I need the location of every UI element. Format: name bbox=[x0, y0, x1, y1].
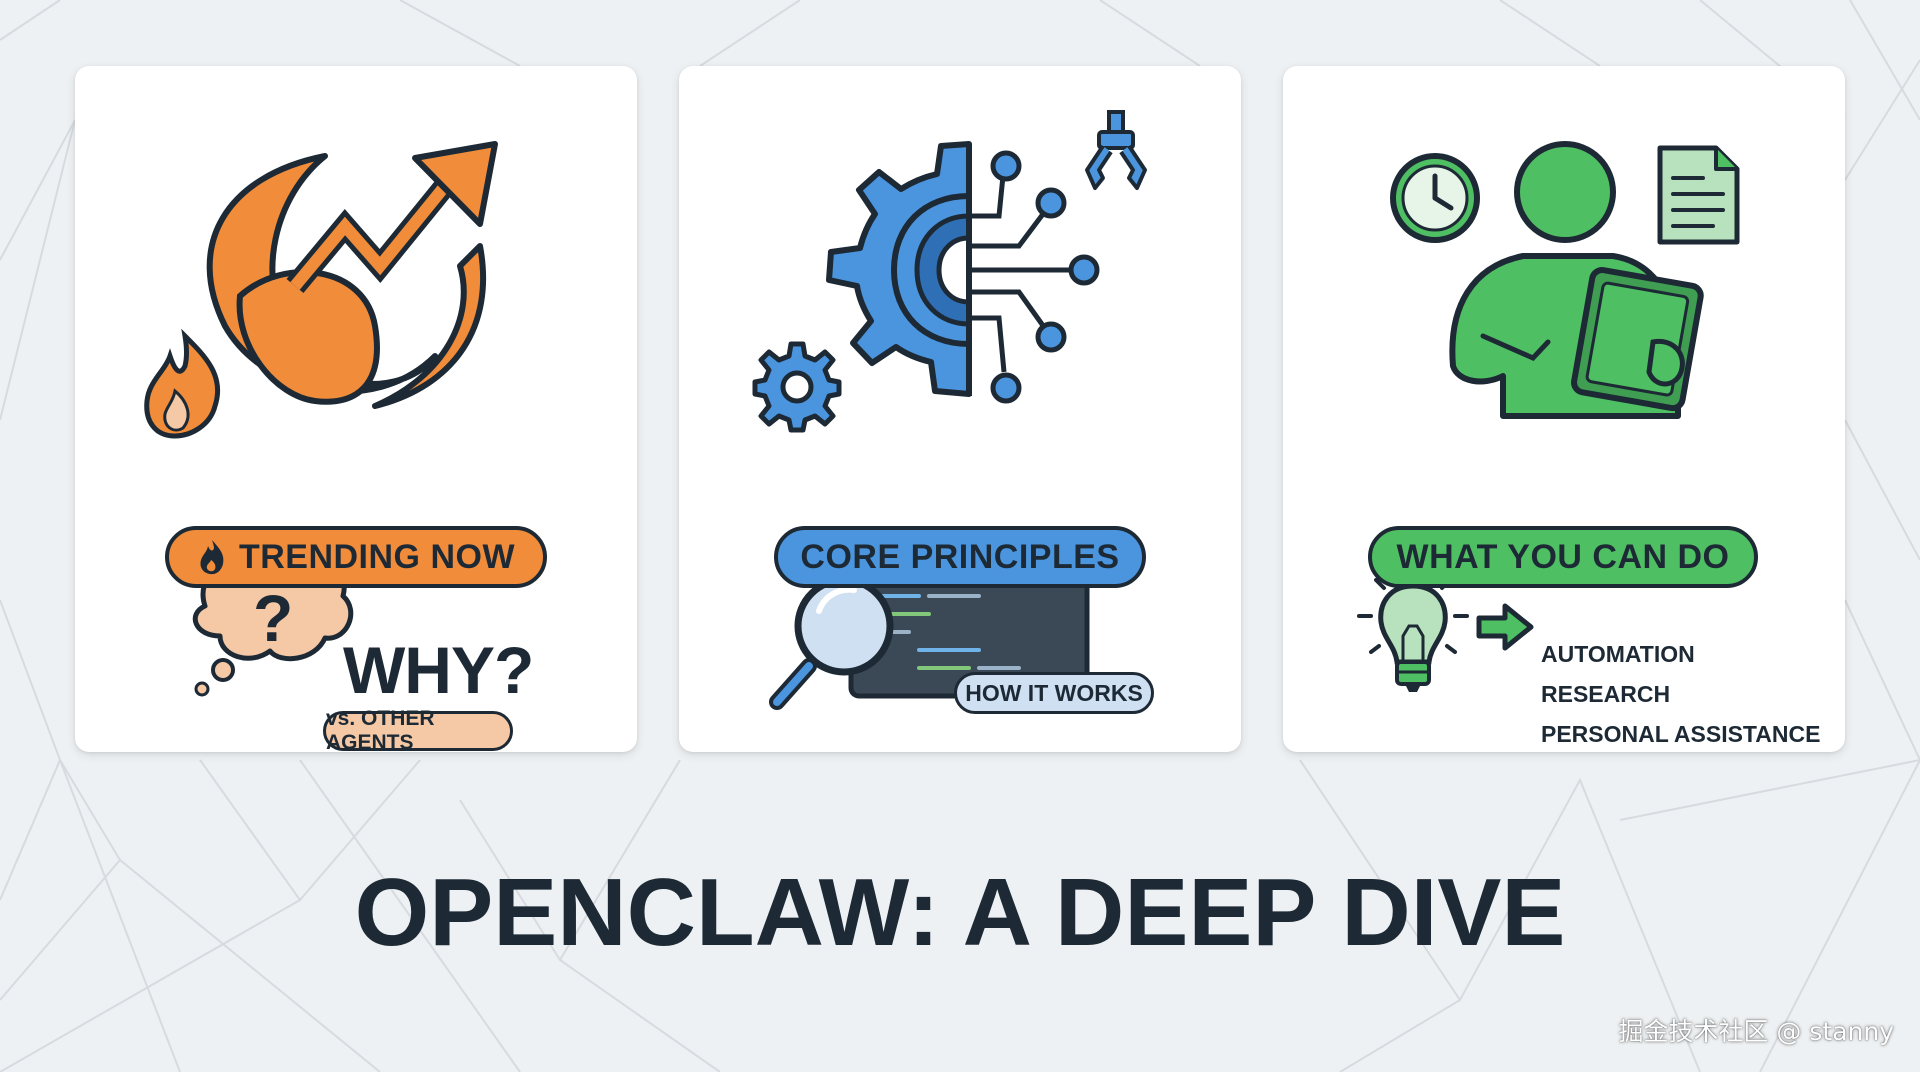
watermark: 掘金技术社区 @ stanny bbox=[1618, 1017, 1894, 1046]
card-core-principles: CORE PRINCIPLES HOW IT WORKS bbox=[679, 66, 1241, 752]
crescent-logo-icon bbox=[206, 153, 487, 409]
what-you-can-do-label: WHAT YOU CAN DO bbox=[1396, 537, 1730, 576]
vs-other-agents-badge: vs. OTHER AGENTS bbox=[323, 707, 513, 752]
robotic-claw-icon bbox=[1085, 110, 1147, 190]
document-icon bbox=[1657, 145, 1740, 245]
person-tablet-icon bbox=[1449, 141, 1704, 419]
flame-icon bbox=[200, 540, 224, 575]
trending-now-badge: TRENDING NOW bbox=[165, 526, 547, 588]
magnifier-icon bbox=[769, 576, 894, 710]
page-title: OPENCLAW: A DEEP DIVE bbox=[354, 859, 1566, 966]
small-gear-icon bbox=[752, 341, 842, 433]
use-case-item: PERSONAL ASSISTANCE bbox=[1541, 721, 1821, 747]
clock-icon bbox=[1390, 153, 1480, 243]
use-case-list: AUTOMATION RESEARCH PERSONAL ASSISTANCE bbox=[1541, 634, 1820, 752]
flame-icon bbox=[144, 328, 221, 439]
question-mark: ? bbox=[253, 581, 293, 655]
lightbulb-icon bbox=[1357, 564, 1469, 692]
card-trending: ? TRENDING NOW WHY? vs. OTHER AGENTS bbox=[75, 66, 637, 752]
trend-arrow-icon bbox=[286, 141, 498, 294]
core-principles-label: CORE PRINCIPLES bbox=[800, 537, 1120, 576]
gear-circuit-icon bbox=[826, 141, 1100, 404]
what-you-can-do-badge: WHAT YOU CAN DO bbox=[1368, 526, 1758, 588]
core-principles-badge: CORE PRINCIPLES bbox=[774, 526, 1146, 588]
why-heading: WHY? bbox=[343, 633, 534, 707]
card-what-you-can-do: WHAT YOU CAN DO AUTOMATION RESEARCH PERS… bbox=[1283, 66, 1845, 752]
trending-now-label: TRENDING NOW bbox=[238, 537, 516, 576]
use-case-item: RESEARCH bbox=[1541, 681, 1671, 707]
how-it-works-badge: HOW IT WORKS bbox=[954, 672, 1154, 714]
arrow-right-icon bbox=[1476, 603, 1534, 651]
use-case-item: AUTOMATION bbox=[1541, 641, 1695, 667]
